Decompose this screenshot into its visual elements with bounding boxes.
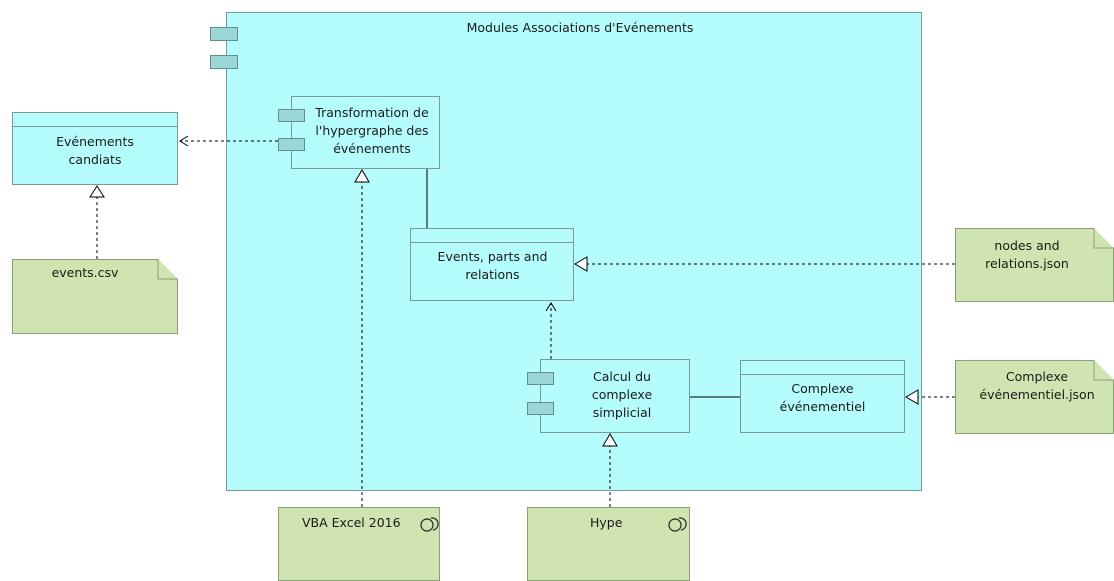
vba-label: VBA Excel 2016 xyxy=(302,515,401,530)
vba-service-icon xyxy=(420,517,439,532)
events-csv-artifact[interactable] xyxy=(12,259,178,334)
module-tab-bottom xyxy=(210,55,238,69)
realization-hype-calcul xyxy=(602,433,618,507)
module-tab-top xyxy=(210,27,238,41)
events-csv-fold-icon xyxy=(157,259,178,280)
evenements-candiats-data[interactable] xyxy=(12,112,178,185)
calcul-tab-bottom xyxy=(527,402,554,415)
transformation-tab-bottom xyxy=(278,138,305,151)
complexe-data[interactable] xyxy=(740,360,905,433)
realization-events-csv xyxy=(89,185,105,259)
complexe-json-label: Complexe événementiel.json xyxy=(979,369,1095,402)
hype-node[interactable] xyxy=(527,507,690,581)
transformation-component[interactable] xyxy=(291,96,440,169)
calcul-label: Calcul du complexe simplicial xyxy=(591,369,653,420)
events-parts-data[interactable] xyxy=(410,228,574,301)
complexe-json-artifact[interactable] xyxy=(955,360,1114,434)
transformation-tab-top xyxy=(278,109,305,122)
calcul-tab-top xyxy=(527,372,554,385)
complexe-label: Complexe événementiel xyxy=(779,381,866,414)
nodes-relations-label: nodes and relations.json xyxy=(985,238,1069,271)
hype-label: Hype xyxy=(590,515,623,530)
access-transformation-to-candiats xyxy=(179,135,278,147)
calcul-component[interactable] xyxy=(540,359,690,433)
events-parts-label: Events, parts and relations xyxy=(437,249,548,282)
nodes-relations-fold-icon xyxy=(1093,228,1114,249)
hype-service-icon xyxy=(668,517,687,532)
realization-nodes-events xyxy=(574,256,955,272)
nodes-relations-artifact[interactable] xyxy=(955,228,1114,302)
access-calcul-to-events xyxy=(545,302,557,359)
module-title: Modules Associations d'Evénements xyxy=(466,20,694,35)
complexe-json-fold-icon xyxy=(1093,360,1114,381)
transformation-label: Transformation de l'hypergraphe des évén… xyxy=(315,105,429,156)
realization-json-complexe xyxy=(905,389,955,405)
events-csv-label: events.csv xyxy=(51,265,119,280)
evenements-candiats-label: Evénements candiats xyxy=(56,134,134,167)
realization-vba-transformation xyxy=(354,169,370,507)
